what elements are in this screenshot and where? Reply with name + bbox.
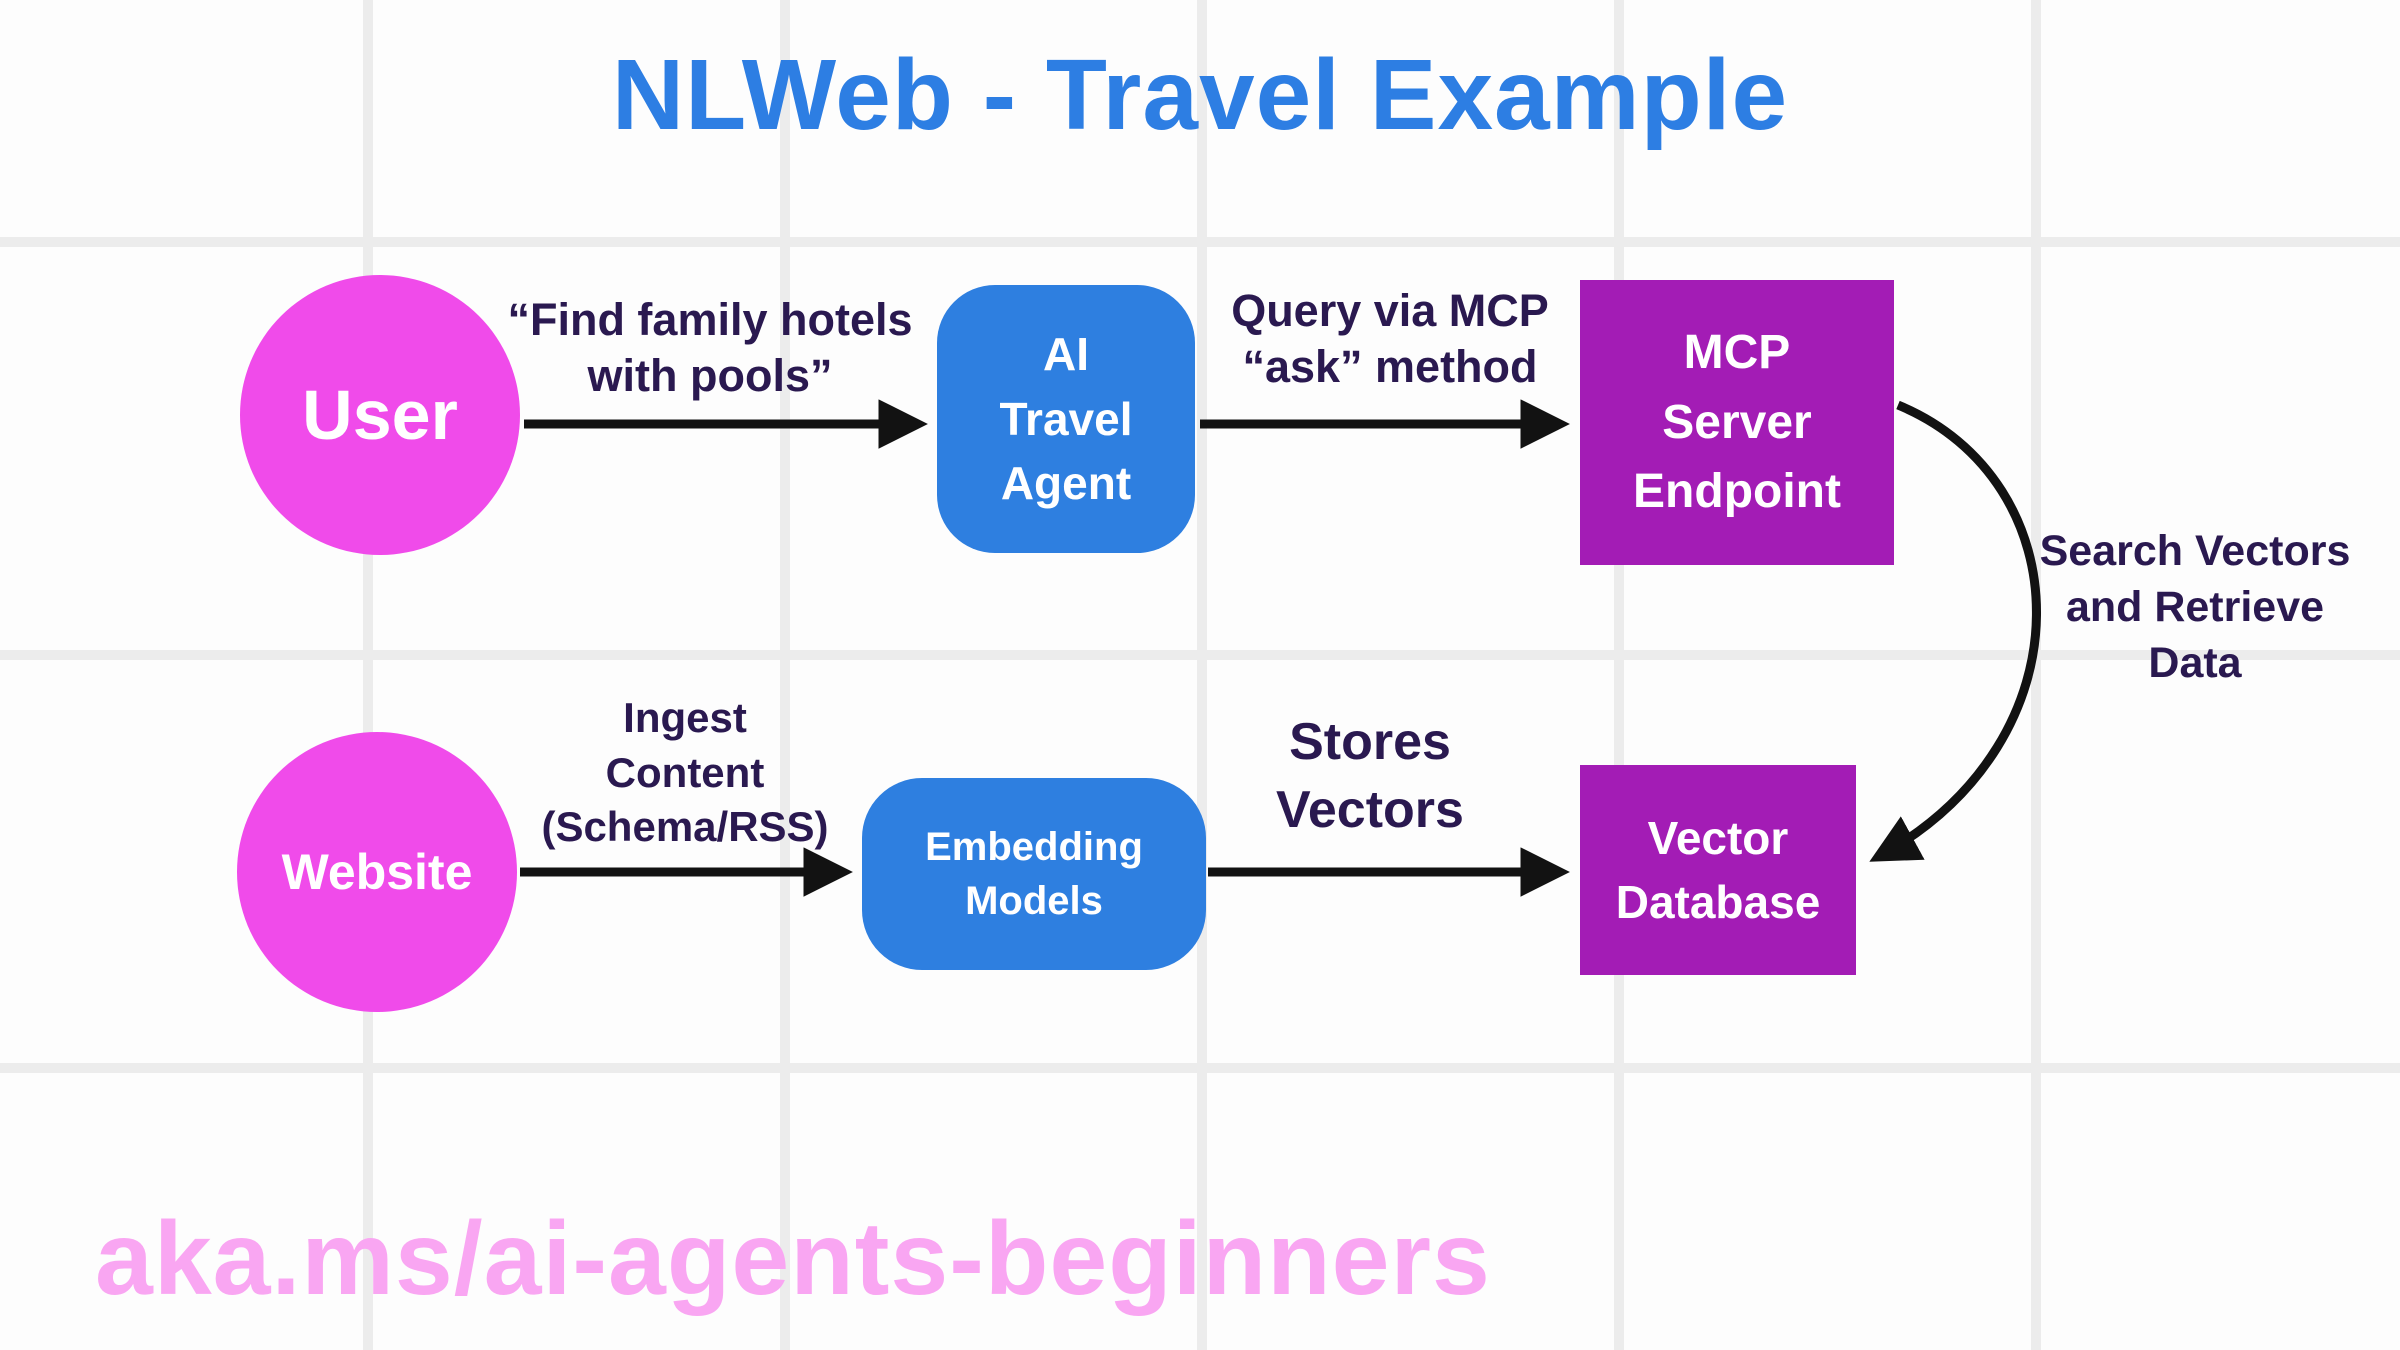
diagram-title: NLWeb - Travel Example [611, 39, 1789, 151]
edge-label-find-family-hotels: “Find family hotels with pools” [507, 294, 913, 402]
edge-label-query-via-mcp: Query via MCP “ask” method [1231, 285, 1549, 393]
node-website: Website [237, 732, 517, 1012]
edge-label-search-vectors: Search Vectors and Retrieve Data [2039, 527, 2351, 687]
node-embedding-models: Embedding Models [862, 778, 1206, 970]
node-ai-travel-agent: AI Travel Agent [937, 285, 1195, 553]
node-user: User [240, 275, 520, 555]
footer-url: aka.ms/ai-agents-beginners [95, 1201, 1491, 1317]
edge-label-stores-vectors: Stores Vectors [1276, 713, 1464, 839]
edge-label-ingest-content: Ingest Content (Schema/RSS) [541, 694, 829, 851]
node-mcp-server-endpoint: MCP Server Endpoint [1580, 280, 1894, 565]
node-vector-database: Vector Database [1580, 765, 1856, 975]
